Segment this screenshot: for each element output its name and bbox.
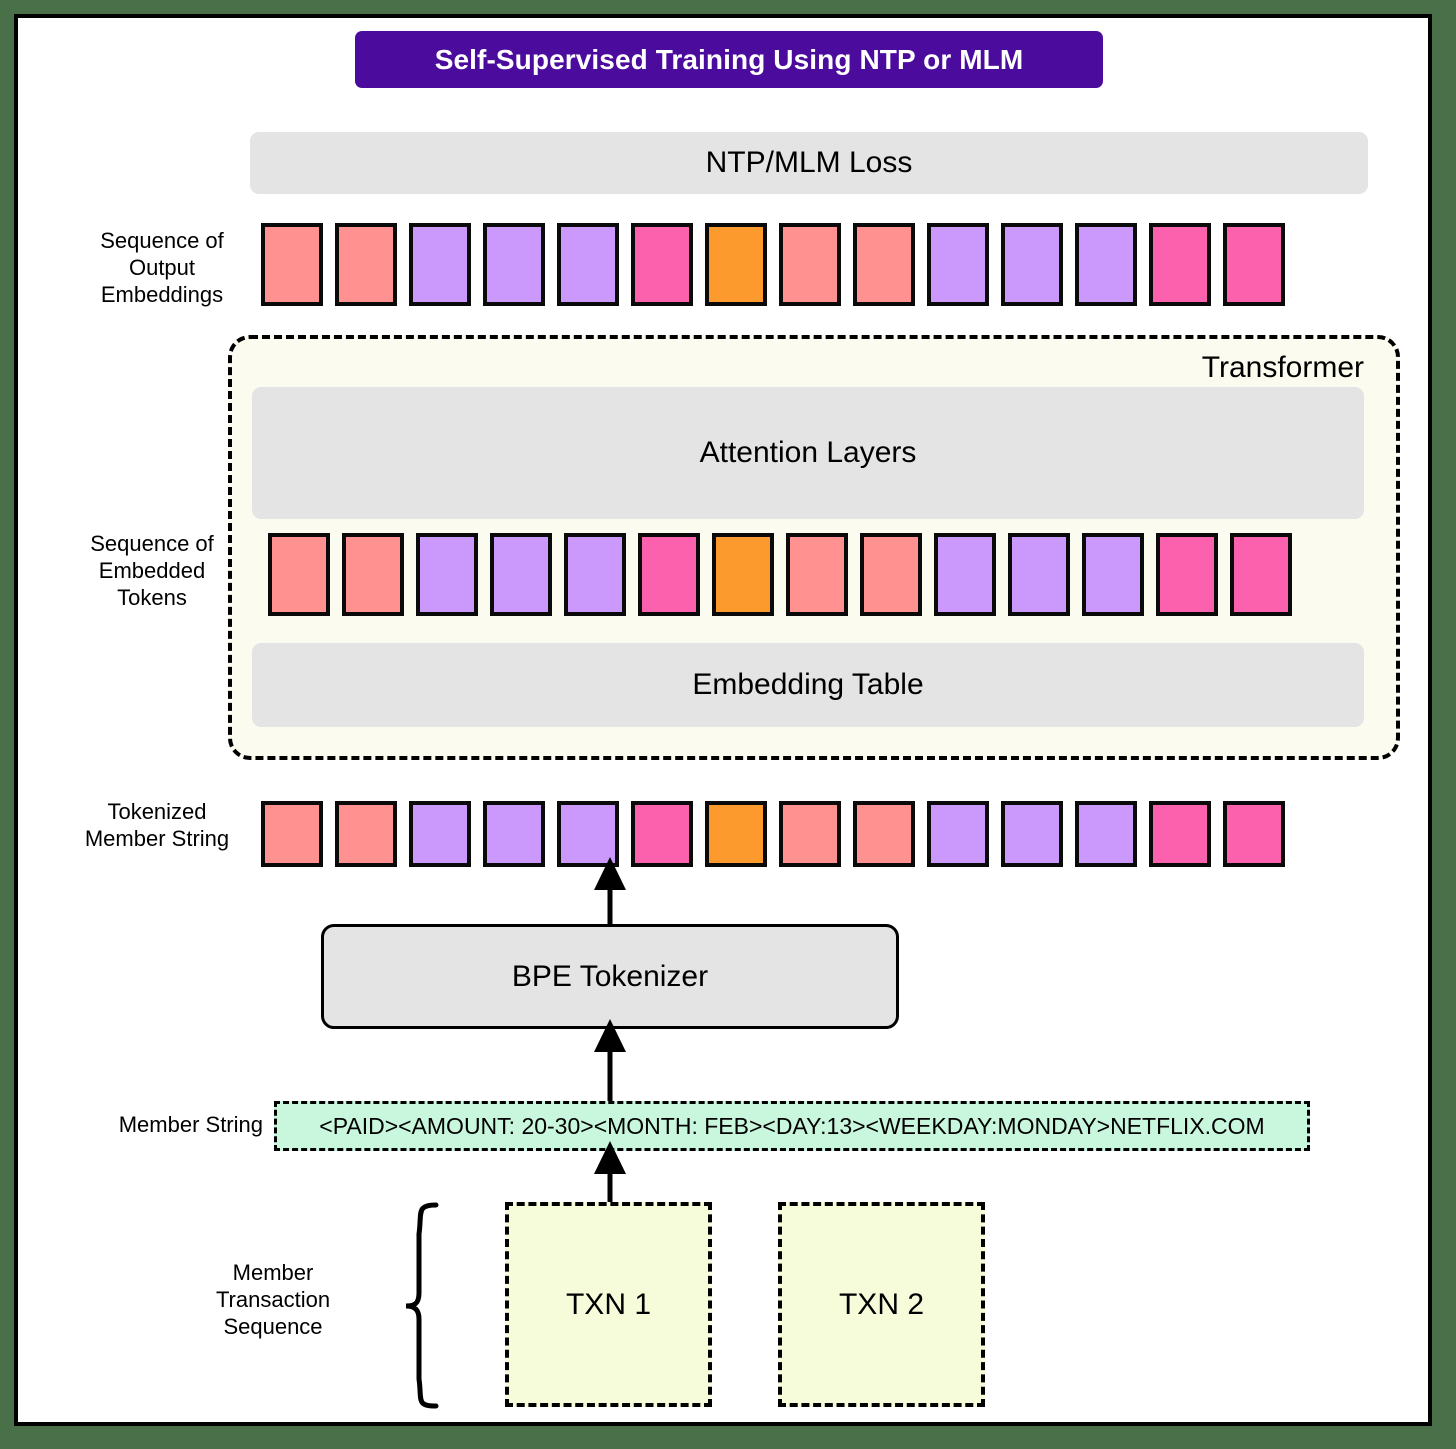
transaction-box-2: TXN 2 [778, 1202, 985, 1407]
tokenized-token-13 [1149, 801, 1211, 867]
embedded-token-1 [268, 533, 330, 616]
embedded-token-5 [564, 533, 626, 616]
tokenized-token-7 [705, 801, 767, 867]
embedded-token-3 [416, 533, 478, 616]
transformer-label: Transformer [1201, 351, 1364, 384]
tokenized-member-string-token-row [261, 801, 1285, 867]
embedded-tokens-token-row [268, 533, 1292, 616]
tokenized-token-4 [483, 801, 545, 867]
member-string-value: <PAID><AMOUNT: 20-30><MONTH: FEB><DAY:13… [274, 1101, 1310, 1151]
label-member-string: Member String [118, 1112, 263, 1137]
tokenized-token-5 [557, 801, 619, 867]
tokenized-token-8 [779, 801, 841, 867]
embedded-token-2 [342, 533, 404, 616]
label-output-embeddings: Sequence of Output Embeddings [100, 228, 224, 307]
bpe-tokenizer-block: BPE Tokenizer [321, 924, 899, 1029]
attention-layers-block: Attention Layers [252, 387, 1364, 519]
embedded-token-4 [490, 533, 552, 616]
diagram-canvas: Self-Supervised Training Using NTP or ML… [18, 18, 1428, 1422]
tokenized-token-2 [335, 801, 397, 867]
embedding-table-block: Embedding Table [252, 643, 1364, 727]
transaction-box-1: TXN 1 [505, 1202, 712, 1407]
output-embedding-token-4 [483, 223, 545, 306]
output-embedding-token-5 [557, 223, 619, 306]
output-embedding-token-2 [335, 223, 397, 306]
output-embedding-token-13 [1149, 223, 1211, 306]
tokenized-token-6 [631, 801, 693, 867]
output-embedding-token-6 [631, 223, 693, 306]
output-embedding-token-1 [261, 223, 323, 306]
diagram-page: Self-Supervised Training Using NTP or ML… [14, 14, 1432, 1426]
output-embedding-token-10 [927, 223, 989, 306]
label-tokenized-member-string: Tokenized Member String [84, 799, 230, 851]
tokenized-token-10 [927, 801, 989, 867]
tokenized-token-11 [1001, 801, 1063, 867]
output-embedding-token-7 [705, 223, 767, 306]
output-embedding-token-14 [1223, 223, 1285, 306]
embedded-token-10 [934, 533, 996, 616]
page-title: Self-Supervised Training Using NTP or ML… [355, 31, 1103, 88]
embedded-token-14 [1230, 533, 1292, 616]
tokenized-token-9 [853, 801, 915, 867]
output-embedding-token-9 [853, 223, 915, 306]
output-embedding-token-3 [409, 223, 471, 306]
embedded-token-8 [786, 533, 848, 616]
embedded-token-7 [712, 533, 774, 616]
output-embedding-token-12 [1075, 223, 1137, 306]
tokenized-token-1 [261, 801, 323, 867]
output-embedding-token-11 [1001, 223, 1063, 306]
label-embedded-tokens: Sequence of Embedded Tokens [90, 531, 214, 610]
tokenized-token-3 [409, 801, 471, 867]
output-embedding-token-8 [779, 223, 841, 306]
curly-brace [405, 1202, 439, 1409]
tokenized-token-12 [1075, 801, 1137, 867]
tokenized-token-14 [1223, 801, 1285, 867]
embedded-token-13 [1156, 533, 1218, 616]
embedded-token-6 [638, 533, 700, 616]
embedded-token-11 [1008, 533, 1070, 616]
embedded-token-12 [1082, 533, 1144, 616]
label-member-transaction-sequence: Member Transaction Sequence [215, 1260, 331, 1339]
embedded-token-9 [860, 533, 922, 616]
ntp-mlm-loss-block: NTP/MLM Loss [250, 132, 1368, 194]
output-embeddings-token-row [261, 223, 1285, 306]
